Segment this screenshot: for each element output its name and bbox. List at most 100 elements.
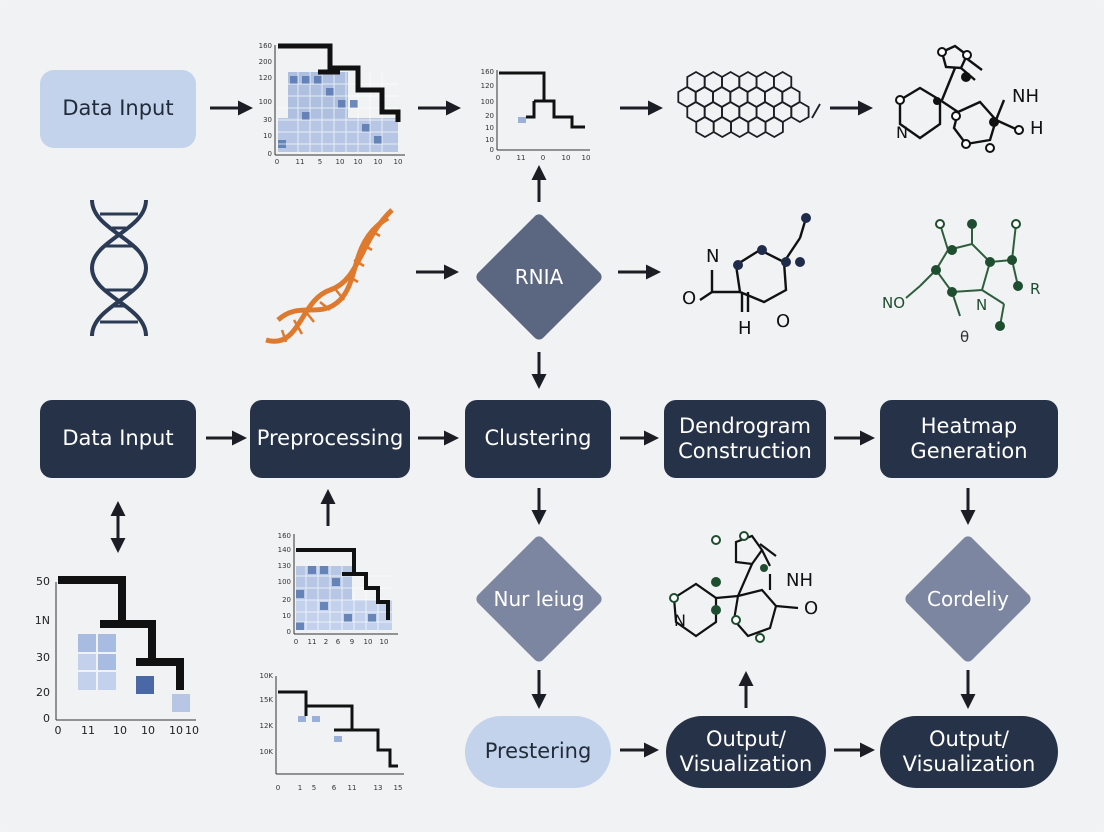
plot-a-x-ticks: 0 11 5 10 10 10 10 — [275, 158, 403, 166]
label-m2-n: N — [706, 246, 719, 267]
svg-text:10: 10 — [113, 724, 127, 737]
arrows — [110, 100, 976, 758]
svg-text:10: 10 — [169, 724, 183, 737]
svg-text:0: 0 — [541, 154, 545, 162]
label-m3-n: N — [976, 296, 987, 314]
label-m2-h: H — [738, 318, 752, 339]
svg-text:10K: 10K — [260, 672, 274, 680]
node-output1-label-2: Visualization — [679, 752, 813, 776]
node-heatmap-label-2: Generation — [910, 439, 1028, 463]
node-prestering[interactable]: Prestering — [465, 716, 611, 788]
svg-text:130: 130 — [278, 562, 291, 570]
svg-text:6: 6 — [336, 638, 341, 646]
svg-text:6: 6 — [332, 784, 337, 792]
svg-text:10K: 10K — [260, 748, 274, 756]
hexagon-cell — [764, 115, 784, 139]
svg-text:15: 15 — [394, 784, 403, 792]
molecule-4-atoms — [669, 531, 768, 643]
svg-text:10: 10 — [394, 158, 403, 166]
node-output2-label-1: Output/ — [928, 726, 1010, 751]
svg-text:160: 160 — [259, 42, 272, 50]
label-m2-o2: O — [776, 311, 790, 332]
node-dendrogram-label-1: Dendrogram — [678, 413, 812, 438]
node-preprocessing[interactable]: Preprocessing — [250, 400, 410, 478]
svg-text:30: 30 — [36, 651, 50, 664]
svg-text:11: 11 — [348, 784, 357, 792]
svg-text:10: 10 — [185, 724, 199, 737]
molecule-icon-top-right — [898, 44, 1019, 146]
svg-text:1: 1 — [298, 784, 302, 792]
decision-rnia[interactable]: RNIA — [473, 211, 605, 343]
molecule-1-atoms — [895, 47, 1024, 153]
molecule-2-atoms — [733, 213, 811, 270]
svg-text:10: 10 — [364, 638, 373, 646]
plot-e-y-ticks: 10K 15K 12K 10K — [260, 672, 274, 756]
molecule-icon-middle — [699, 217, 808, 312]
dendrogram-plot-e: 10K 15K 12K 10K 0 1 5 6 11 13 15 — [260, 672, 404, 792]
molecule-icon-green — [905, 220, 1019, 327]
svg-text:0: 0 — [490, 146, 494, 154]
node-output-visualization-1[interactable]: Output/ Visualization — [666, 716, 826, 788]
plot-c-y-ticks: 50 1N 30 20 0 — [35, 575, 50, 725]
svg-text:10: 10 — [263, 132, 272, 140]
node-dendrogram-label-2: Construction — [678, 439, 812, 463]
svg-text:20: 20 — [282, 596, 291, 604]
hexagon-cell — [790, 100, 810, 124]
svg-text:5: 5 — [318, 158, 322, 166]
svg-text:15K: 15K — [260, 696, 274, 704]
svg-text:140: 140 — [278, 546, 291, 554]
molecule-3-atoms — [931, 219, 1023, 331]
label-m1-n: N — [896, 123, 908, 142]
svg-text:120: 120 — [259, 74, 272, 82]
node-clustering[interactable]: Clustering — [465, 400, 611, 478]
svg-text:0: 0 — [496, 154, 500, 162]
node-output1-label-1: Output/ — [705, 726, 787, 751]
svg-text:120: 120 — [481, 82, 494, 90]
svg-text:0: 0 — [287, 628, 291, 636]
label-m3-no: NO — [882, 294, 905, 312]
svg-text:0: 0 — [275, 158, 279, 166]
plot-a-y-ticks: 160 200 120 100 30 10 0 — [259, 42, 272, 158]
decision-cordeliy-label: Cordeliy — [926, 587, 1010, 611]
hexagon-cell — [730, 115, 750, 139]
hexagon-cell — [747, 115, 767, 139]
dna-helix-icon-dark — [89, 199, 149, 337]
plot-c-x-ticks: 0 11 10 10 10 10 — [55, 724, 200, 737]
svg-text:0: 0 — [294, 638, 298, 646]
decision-cordeliy[interactable]: Cordeliy — [902, 533, 1034, 665]
node-data-input-label: Data Input — [62, 426, 174, 451]
node-heatmap-generation[interactable]: Heatmap Generation — [880, 400, 1058, 478]
label-m4-nh: NH — [786, 570, 813, 591]
svg-text:20: 20 — [485, 112, 494, 120]
hexagon-cell — [712, 115, 732, 139]
node-output-visualization-2[interactable]: Output/ Visualization — [880, 716, 1058, 788]
decision-nur-leiug-label: Nur leiug — [493, 587, 585, 611]
label-m4-o: O — [804, 598, 818, 619]
svg-text:50: 50 — [36, 575, 50, 588]
plot-d-x-ticks: 0 11 2 6 9 10 10 — [294, 638, 389, 646]
svg-text:11: 11 — [517, 154, 526, 162]
svg-text:100: 100 — [278, 578, 291, 586]
svg-text:10: 10 — [141, 724, 155, 737]
svg-text:11: 11 — [296, 158, 305, 166]
node-dendrogram-construction[interactable]: Dendrogram Construction — [664, 400, 826, 478]
svg-text:10: 10 — [282, 612, 291, 620]
node-data-input-top-label: Data Input — [62, 96, 174, 121]
node-heatmap-label-1: Heatmap — [920, 413, 1018, 438]
decision-nur-leiug[interactable]: Nur leiug — [473, 533, 605, 665]
node-data-input-top[interactable]: Data Input — [40, 70, 196, 148]
node-clustering-label: Clustering — [484, 426, 592, 451]
plot-b-y-ticks: 160 120 100 20 10 10 0 — [481, 68, 494, 154]
plot-b-x-ticks: 0 11 0 10 10 — [496, 154, 591, 162]
svg-text:10: 10 — [485, 136, 494, 144]
node-data-input[interactable]: Data Input — [40, 400, 196, 478]
label-m4-n: N — [674, 611, 686, 630]
hexagon-lattice-icon — [677, 70, 821, 139]
svg-text:0: 0 — [276, 784, 280, 792]
svg-text:5: 5 — [312, 784, 316, 792]
svg-text:10: 10 — [336, 158, 345, 166]
svg-text:11: 11 — [81, 724, 95, 737]
label-m3-theta: θ — [960, 328, 969, 346]
svg-text:20: 20 — [36, 686, 50, 699]
